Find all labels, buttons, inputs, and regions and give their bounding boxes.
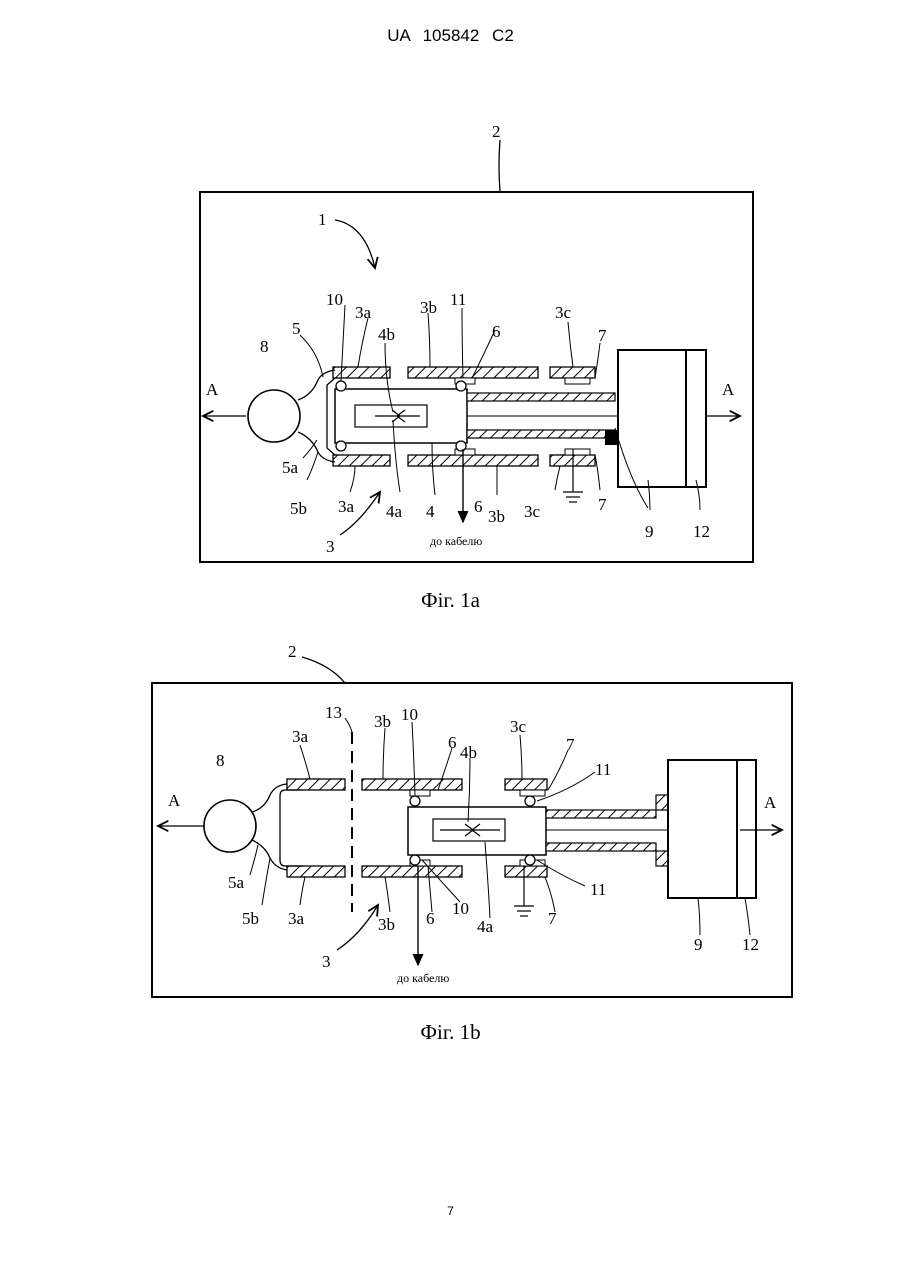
label-5: 5 (292, 319, 301, 338)
detector-block-b (668, 760, 756, 898)
label-3: 3 (326, 537, 335, 556)
label-A-left-b: A (168, 791, 181, 810)
label-3c-top-b: 3c (510, 717, 527, 736)
label-5b: 5b (290, 499, 307, 518)
label-3-b: 3 (322, 952, 331, 971)
label-5b-b: 5b (242, 909, 259, 928)
label-A-right: A (722, 380, 735, 399)
label-6-bot-b: 6 (426, 909, 435, 928)
page-number: 7 (0, 1204, 901, 1218)
label-3b-bot: 3b (488, 507, 505, 526)
label-8-b: 8 (216, 751, 225, 770)
label-3b-top-b: 3b (374, 712, 391, 731)
label-4a: 4a (386, 502, 403, 521)
label-6-bot: 6 (474, 497, 483, 516)
label-3c-top: 3c (555, 303, 572, 322)
label-6-top-b: 6 (448, 733, 457, 752)
label-3c-bot: 3c (524, 502, 541, 521)
label-10-top-b: 10 (401, 705, 418, 724)
label-1: 1 (318, 210, 327, 229)
label-11-bot-b: 11 (590, 880, 606, 899)
figure-1b-diagram: 2 (0, 635, 901, 1010)
label-9-b: 9 (694, 935, 703, 954)
label-6-top: 6 (492, 322, 501, 341)
label-11-top-b: 11 (595, 760, 611, 779)
label-3a-bot: 3a (338, 497, 355, 516)
cable-label: до кабелю (430, 534, 482, 548)
figure-1a-diagram: 2 1 (0, 110, 901, 580)
label-4: 4 (426, 502, 435, 521)
label-7-top: 7 (598, 326, 607, 345)
figure-1b-caption: Фіг. 1b (0, 1020, 901, 1045)
label-5a: 5a (282, 458, 299, 477)
label-12: 12 (693, 522, 710, 541)
label-A-right-b: A (764, 793, 777, 812)
label-7-top-b: 7 (566, 735, 575, 754)
label-12-b: 12 (742, 935, 759, 954)
figure-1a-caption: Фіг. 1а (0, 588, 901, 613)
label-3a-bot-b: 3a (288, 909, 305, 928)
label-8: 8 (260, 337, 269, 356)
patent-header: UA 105842 C2 (0, 26, 901, 46)
label-4b: 4b (378, 325, 395, 344)
label-10: 10 (326, 290, 343, 309)
label-3b-top: 3b (420, 298, 437, 317)
label-4b-b: 4b (460, 743, 477, 762)
label-7-bot: 7 (598, 495, 607, 514)
label-9: 9 (645, 522, 654, 541)
label-10-bot-b: 10 (452, 899, 469, 918)
label-4a-b: 4a (477, 917, 494, 936)
label-3a-top: 3a (355, 303, 372, 322)
detector-block (618, 350, 706, 487)
label-3a-top-b: 3a (292, 727, 309, 746)
label-5a-b: 5a (228, 873, 245, 892)
label-2-b: 2 (288, 642, 297, 661)
label-7-bot-b: 7 (548, 909, 557, 928)
label-3b-bot-b: 3b (378, 915, 395, 934)
label-2: 2 (492, 122, 501, 141)
label-11: 11 (450, 290, 466, 309)
cable-label-b: до кабелю (397, 971, 449, 985)
label-13: 13 (325, 703, 342, 722)
label-A-left: A (206, 380, 219, 399)
